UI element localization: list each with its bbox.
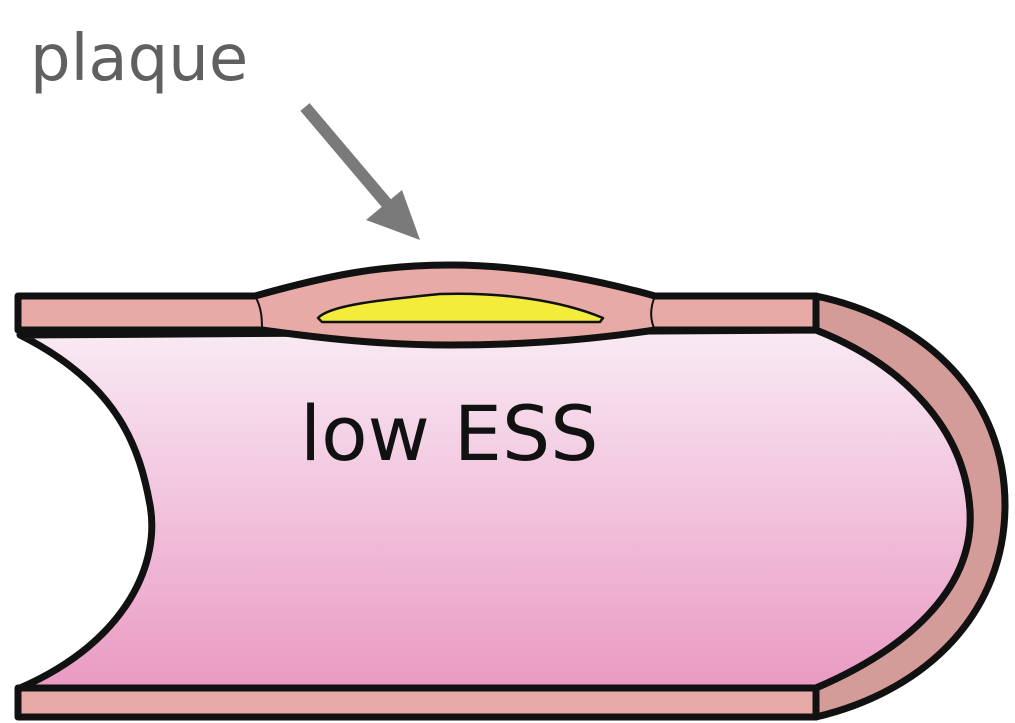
lumen [20, 330, 970, 688]
bottom-vessel-wall [18, 688, 816, 717]
arrow-down-right-icon [305, 107, 420, 240]
low-ess-label: low ESS [300, 389, 598, 478]
plaque-label: plaque [30, 22, 248, 96]
